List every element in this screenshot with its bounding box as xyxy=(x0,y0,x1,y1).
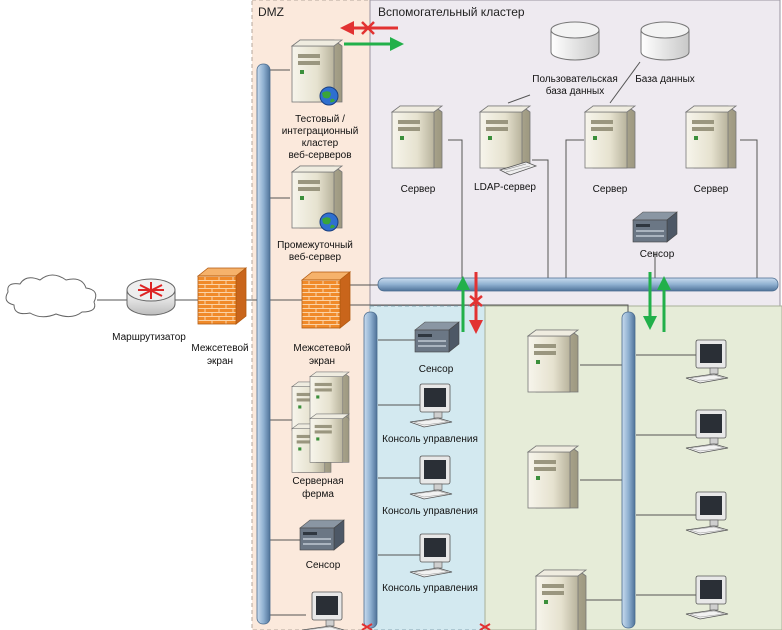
dmz-title: DMZ xyxy=(258,5,284,19)
server-farm-label-1: Серверная xyxy=(292,476,343,487)
lan-server-3-icon xyxy=(535,569,587,630)
mgmt-sensor-icon xyxy=(414,321,460,353)
server-2-label: Сервер xyxy=(593,184,628,195)
user-db-label-2: база данных xyxy=(546,85,605,97)
internet-cloud-icon xyxy=(5,274,97,318)
test-cluster-label-3: кластер xyxy=(302,138,339,149)
aux-to-lan-down-arrow-icon xyxy=(643,272,657,330)
outer-firewall-label-2: экран xyxy=(207,356,233,367)
user-db-label-1: Пользовательская xyxy=(532,74,617,85)
globe-icon xyxy=(319,212,339,232)
lan-to-aux-up-arrow-icon xyxy=(657,276,671,332)
keyboard-icon xyxy=(498,161,538,176)
inner-firewall-icon xyxy=(301,271,351,329)
db-label: База данных xyxy=(635,74,695,85)
blocked-traffic-arrow-icon xyxy=(340,21,398,35)
lan-bus xyxy=(621,311,636,629)
aux-cluster-title: Вспомогательный кластер xyxy=(378,5,525,19)
management-bus xyxy=(363,311,378,629)
server-1-icon xyxy=(391,105,443,169)
server-farm-label-2: ферма xyxy=(302,488,334,500)
database-icon xyxy=(640,21,690,61)
dmz-sensor-label: Сенсор xyxy=(306,560,341,571)
console-1-label: Консоль управления xyxy=(382,434,478,445)
user-database-icon xyxy=(550,21,600,61)
router-icon xyxy=(126,278,176,316)
server-1-label: Сервер xyxy=(401,184,436,195)
console-2-label: Консоль управления xyxy=(382,506,478,517)
intermediate-web-label-2: веб-сервер xyxy=(289,251,342,263)
lan-server-2-icon xyxy=(527,445,579,509)
dmz-sensor-icon xyxy=(299,519,345,551)
outer-firewall-icon xyxy=(197,267,247,325)
connection-lines xyxy=(97,61,758,616)
mgmt-sensor-label: Сенсор xyxy=(419,364,454,375)
outer-firewall-label-1: Межсетевой xyxy=(191,343,248,354)
server-3-label: Сервер xyxy=(694,184,729,195)
bottom-blocked-marks-icon xyxy=(361,623,491,630)
aux-sensor-label: Сенсор xyxy=(640,249,675,260)
allowed-traffic-arrow-icon xyxy=(344,37,404,51)
globe-icon xyxy=(319,86,339,106)
aux-to-mgmt-red-arrow-icon xyxy=(469,272,483,334)
dmz-bus xyxy=(256,63,271,625)
ldap-server-icon xyxy=(479,105,531,169)
inner-firewall-label-1: Межсетевой xyxy=(293,343,350,354)
intermediate-web-label-1: Промежуточный xyxy=(277,240,353,251)
server-farm-icon xyxy=(291,371,350,473)
console-3-label: Консоль управления xyxy=(382,583,478,594)
aux-cluster-bus xyxy=(377,277,779,292)
test-cluster-label-4: веб-серверов xyxy=(288,149,351,161)
aux-to-mgmt-green-arrow-icon xyxy=(456,276,470,332)
server-2-icon xyxy=(584,105,636,169)
ldap-server-label: LDAP-сервер xyxy=(474,182,536,193)
server-3-icon xyxy=(685,105,737,169)
lan-server-1-icon xyxy=(527,329,579,393)
test-cluster-label-2: интеграционный xyxy=(282,126,359,137)
aux-sensor-icon xyxy=(632,211,678,243)
inner-firewall-label-2: экран xyxy=(309,356,335,367)
router-label: Маршрутизатор xyxy=(112,332,186,343)
test-cluster-label-1: Тестовый / xyxy=(295,114,345,125)
